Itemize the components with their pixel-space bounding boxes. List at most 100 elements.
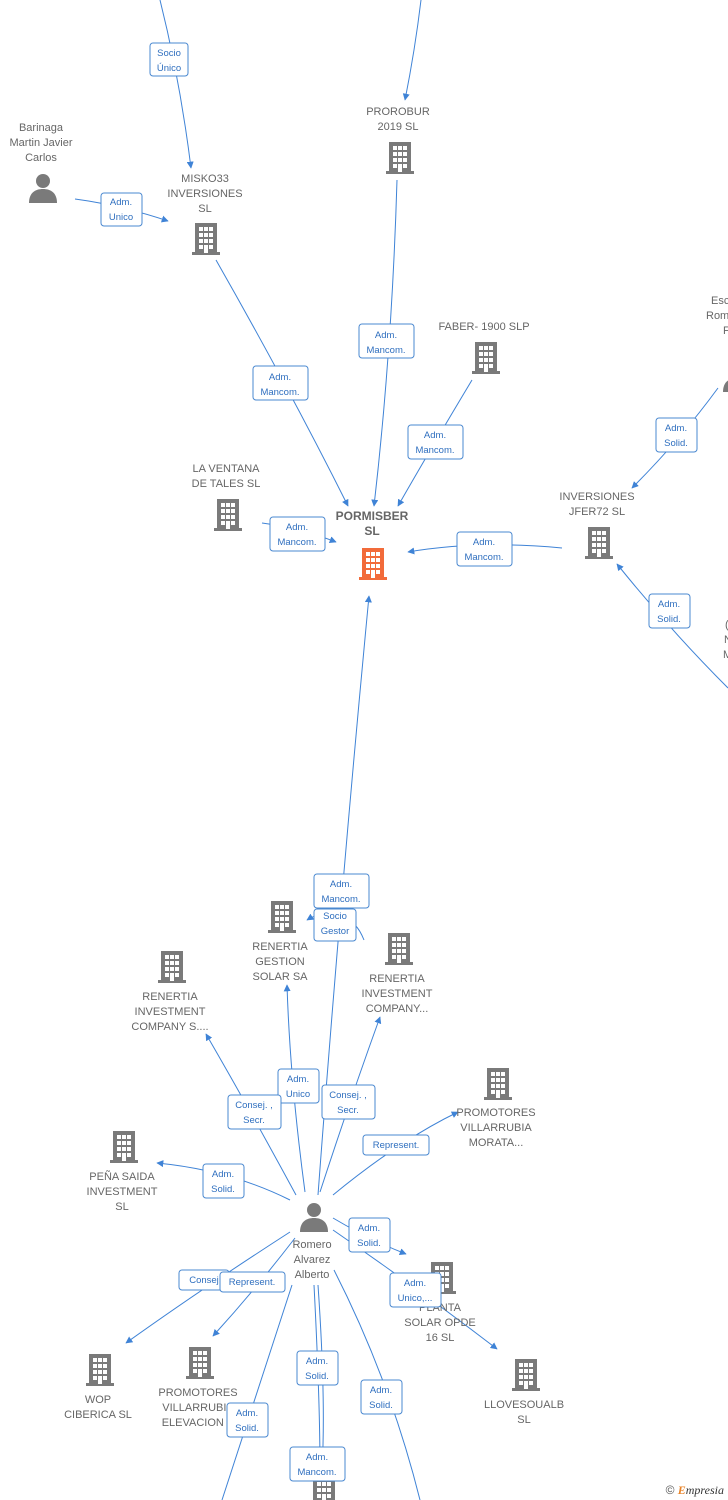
svg-text:Adm.Solid.: Adm.Solid. <box>211 1169 235 1195</box>
edge-label[interactable]: Adm.Solid. <box>360 1379 403 1415</box>
svg-text:Adm.Unico: Adm.Unico <box>109 197 133 223</box>
edge-label[interactable]: Adm.Mancom. <box>269 516 326 552</box>
person-icon <box>300 1203 328 1232</box>
svg-text:Adm.Unico,...: Adm.Unico,... <box>398 1278 433 1304</box>
svg-text:Adm.Solid.: Adm.Solid. <box>305 1356 329 1382</box>
edge-label[interactable]: Adm.Mancom. <box>456 531 513 567</box>
person-icon <box>723 363 728 392</box>
edge-label[interactable]: Represent. <box>362 1134 430 1156</box>
edge-label[interactable]: Adm.Solid. <box>202 1163 245 1199</box>
svg-text:Adm.Mancom.: Adm.Mancom. <box>366 330 405 356</box>
building-icon <box>214 499 242 531</box>
edge-label[interactable]: Adm.Solid. <box>655 417 698 453</box>
building-icon <box>484 1068 512 1100</box>
edge-label[interactable]: Adm.Unico,... <box>389 1272 442 1308</box>
building-icon <box>192 223 220 255</box>
svg-text:Adm.Unico: Adm.Unico <box>286 1074 310 1100</box>
node-label: FABER- 1900 SLP <box>438 321 529 333</box>
svg-text:Consej. ,Secr.: Consej. ,Secr. <box>329 1090 367 1116</box>
edge-line <box>221 1284 293 1500</box>
edge-label[interactable]: Adm.Solid. <box>348 1217 391 1253</box>
edge-line <box>402 0 422 101</box>
building-icon <box>512 1359 540 1391</box>
edge-label[interactable]: Adm.Mancom. <box>313 873 370 909</box>
svg-text:Adm.Mancom.: Adm.Mancom. <box>297 1452 336 1478</box>
svg-text:Adm.Mancom.: Adm.Mancom. <box>415 430 454 456</box>
edge-label[interactable]: Adm.Mancom. <box>289 1446 346 1482</box>
svg-text:Consej. ,Secr.: Consej. ,Secr. <box>235 1100 273 1126</box>
svg-text:Adm.Mancom.: Adm.Mancom. <box>277 522 316 548</box>
building-icon <box>472 342 500 374</box>
building-icon <box>86 1354 114 1386</box>
svg-text:Adm.Solid.: Adm.Solid. <box>235 1408 259 1434</box>
company-node-faber[interactable]: FABER- 1900 SLP <box>438 321 530 374</box>
edge-label[interactable]: Consej. ,Secr. <box>321 1084 376 1120</box>
node-label: (NM <box>723 619 728 661</box>
edge-label[interactable]: Represent. <box>219 1271 286 1293</box>
building-icon <box>386 142 414 174</box>
edge-label[interactable]: Consej. ,Secr. <box>227 1094 282 1130</box>
edge-label[interactable]: Adm.Mancom. <box>407 424 464 460</box>
svg-text:Represent.: Represent. <box>373 1140 419 1151</box>
svg-text:Adm.Solid.: Adm.Solid. <box>657 599 681 625</box>
edge-label[interactable]: Adm.Solid. <box>226 1402 269 1438</box>
brand-logo[interactable]: Empresia <box>677 1483 724 1497</box>
svg-text:Adm.Mancom.: Adm.Mancom. <box>464 537 503 563</box>
copyright-symbol: © <box>665 1483 675 1497</box>
edge-label[interactable]: Adm.Mancom. <box>252 365 309 401</box>
person-node-partial[interactable]: (NM <box>723 619 728 661</box>
building-icon <box>158 951 186 983</box>
svg-text:Adm.Solid.: Adm.Solid. <box>357 1223 381 1249</box>
edge-label[interactable]: Adm.Unico <box>277 1068 320 1104</box>
edge-label[interactable]: Adm.Solid. <box>296 1350 339 1386</box>
svg-text:Adm.Mancom.: Adm.Mancom. <box>321 879 360 905</box>
edge-label[interactable]: Adm.Mancom. <box>358 323 415 359</box>
footer-brand: © Empresia <box>666 1483 724 1498</box>
edge-label[interactable]: Adm.Unico <box>100 192 143 227</box>
edge-label[interactable]: Adm.Solid. <box>648 593 691 629</box>
building-icon <box>268 901 296 933</box>
building-icon <box>186 1347 214 1379</box>
svg-text:Consej: Consej <box>189 1275 219 1286</box>
svg-text:Adm.Solid.: Adm.Solid. <box>369 1385 393 1411</box>
edge-line <box>159 0 194 169</box>
building-icon <box>110 1131 138 1163</box>
